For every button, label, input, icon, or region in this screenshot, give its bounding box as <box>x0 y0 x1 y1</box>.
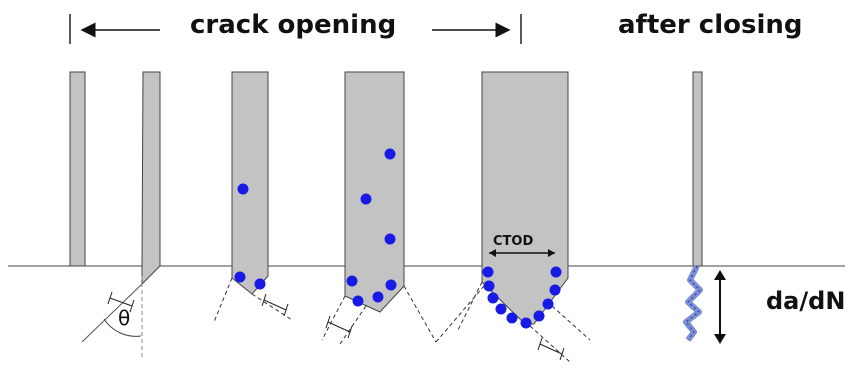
dislocation-dot <box>254 278 266 290</box>
specimen-bar-3 <box>344 71 405 313</box>
dislocation-dot <box>385 279 397 291</box>
dislocation-dot <box>542 298 554 310</box>
initial-notch-specimen <box>141 71 161 286</box>
closed-crack-path <box>683 264 703 342</box>
dislocation-dot <box>237 183 249 195</box>
stage-2-opening <box>213 71 293 323</box>
dislocation-dot <box>506 312 518 324</box>
stage-3-opening <box>321 71 485 345</box>
dislocation-dot <box>550 266 562 278</box>
dislocation-dot <box>482 266 494 278</box>
crack-increment-marker <box>325 315 353 339</box>
dashed-flank-3b <box>339 305 367 345</box>
dashed-flank-4c <box>551 305 591 341</box>
dislocation-dot <box>520 317 532 329</box>
dislocation-dot <box>549 284 561 296</box>
crack-increment-marker <box>537 337 565 361</box>
dislocation-dot <box>495 303 507 315</box>
crack-opening-span-arrows <box>69 14 522 44</box>
theta-guide-line <box>81 283 143 343</box>
dashed-flank-2a <box>213 277 233 323</box>
dashed-flank-4b <box>529 325 571 363</box>
stage-1-initial-crack <box>69 71 161 358</box>
dislocation-dot <box>533 310 545 322</box>
stage-4-max-opening <box>457 71 591 363</box>
dashed-zigzag-4 <box>435 285 485 343</box>
dislocation-dot <box>234 271 246 283</box>
dislocation-dot <box>487 292 499 304</box>
dashed-flank-2b <box>251 293 293 321</box>
dashed-flank-4a <box>457 281 483 331</box>
theta-label: θ <box>118 306 131 330</box>
crack-opening-title: crack opening <box>190 10 397 40</box>
da-dn-double-arrow <box>714 270 726 344</box>
initial-slot-left <box>69 71 86 267</box>
dislocation-dot <box>384 233 396 245</box>
dashed-flank-3a <box>321 295 346 341</box>
dislocation-dot <box>360 193 372 205</box>
ctod-label: CTOD <box>493 234 534 249</box>
dislocation-dot <box>346 275 358 287</box>
crack-increment-marker <box>107 291 135 313</box>
specimen-bar-2 <box>231 71 269 295</box>
crack-growth-rate-label: da/dN <box>766 287 846 315</box>
dislocation-dot <box>483 280 495 292</box>
after-closing-title: after closing <box>618 10 803 40</box>
dislocation-dot <box>352 295 364 307</box>
crack-increment-marker <box>261 293 289 317</box>
dashed-zigzag-3 <box>403 285 437 343</box>
dislocation-dot <box>384 148 396 160</box>
theta-arc <box>103 318 142 337</box>
closed-crack-slot <box>692 71 703 267</box>
dislocation-dot <box>372 291 384 303</box>
stage-5-after-closing <box>683 71 726 344</box>
